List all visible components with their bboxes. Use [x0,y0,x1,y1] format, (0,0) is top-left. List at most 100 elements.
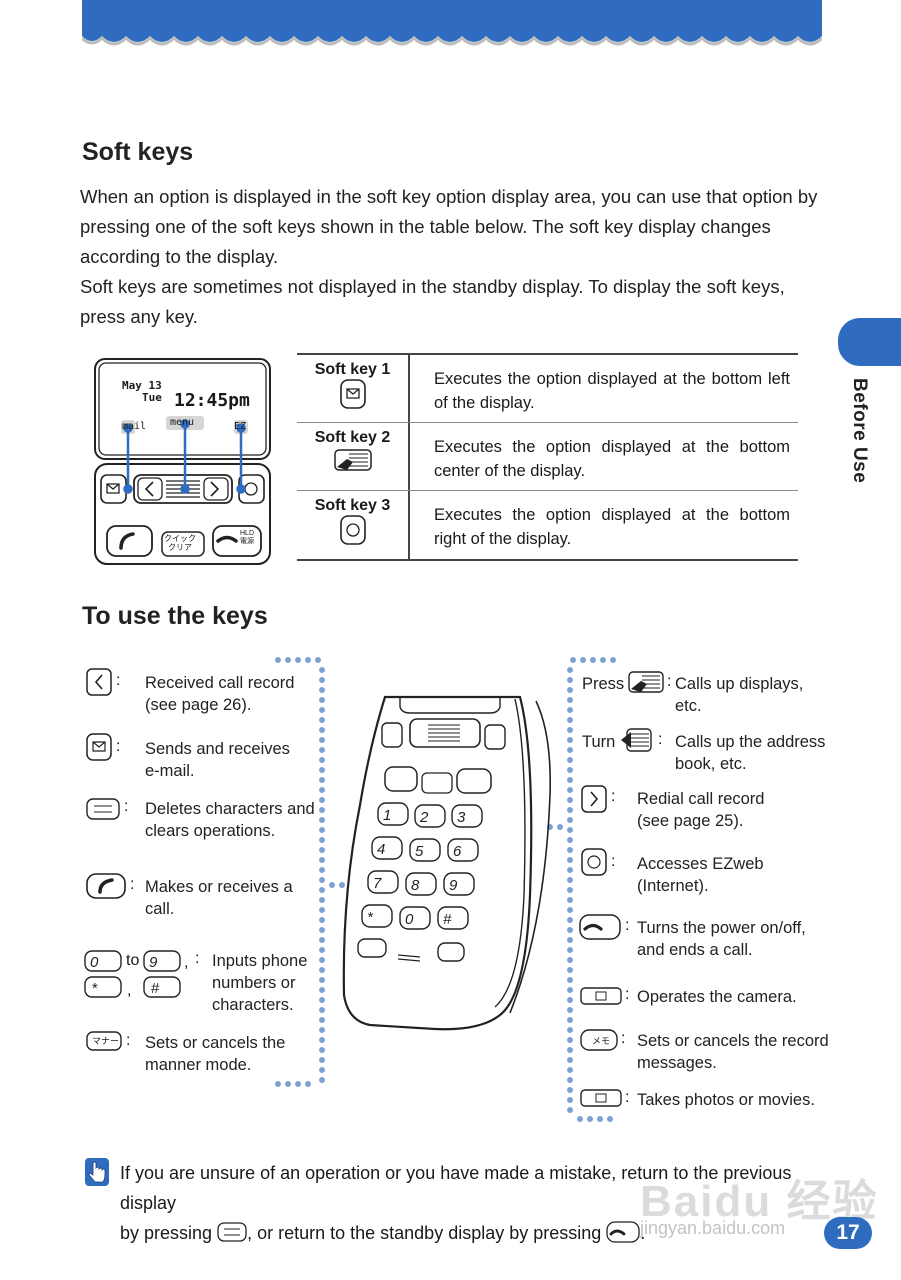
right-item-text: Operates the camera. [637,986,797,1008]
left-item-text: Received call record (see page 26). [145,672,294,716]
soft-keys-heading: Soft keys [82,138,194,166]
left-item-line: Sets or cancels the [145,1034,286,1052]
right-item-line: Calls up the address [675,733,826,751]
call-key-icon [86,873,126,899]
keys-heading: To use the keys [82,602,268,630]
soft-keys-intro: When an option is displayed in the soft … [80,182,820,332]
screen-day: Tue [142,391,162,404]
soft-key-label: Soft key 1 [314,361,391,378]
right-item-text: Turns the power on/off, and ends a call. [637,917,806,961]
left-item-line: (see page 26). [145,696,252,714]
svg-text:9: 9 [149,954,158,971]
camera-key-icon [580,987,622,1005]
separator: : [621,1030,626,1047]
right-item-line: book, etc. [675,755,747,773]
right-item-line: Calls up displays, [675,675,804,693]
svg-text:0: 0 [90,954,99,971]
svg-text:7: 7 [373,875,382,892]
center-key-icon [333,449,372,471]
right-bracket-dots [547,657,616,1122]
svg-text:0: 0 [405,911,414,928]
right-item-line: Turns the power on/off, [637,919,806,937]
comma: , [127,982,132,999]
left-item-line: Sends and receives [145,740,290,758]
svg-text:6: 6 [453,843,462,860]
manner-key-icon [86,1031,122,1051]
note-text: If you are unsure of an operation or you… [120,1158,820,1248]
soft-key-cell: Soft key 3 [297,491,410,559]
right-item-text: Accesses EZweb(Internet). [637,853,764,897]
intro-paragraph: When an option is displayed in the soft … [80,186,818,267]
power-key-icon [606,1221,640,1243]
left-item-text: Sends and receives e-mail. [145,738,290,782]
separator: : [124,798,129,815]
left-item-line: clears operations. [145,822,276,840]
right-item-line: Redial call record [637,790,765,808]
left-item-line: Received call record [145,674,295,692]
separator: : [611,788,616,805]
turn-label: Turn [582,733,616,751]
soft-key-cell: Soft key 2 [297,423,410,490]
svg-text:1: 1 [383,807,391,824]
memo-key-icon [580,1029,618,1051]
range-to: to [126,952,140,969]
table-row: Soft key 1 Executes the option displayed… [297,355,798,423]
table-row: Soft key 3 Executes the option displayed… [297,491,798,559]
right-item-line: Takes photos or movies. [637,1091,815,1109]
phone-display-illustration [94,358,271,565]
right-item-line: etc. [675,697,702,715]
clear-key-icon [86,798,120,820]
separator: : [126,1032,131,1049]
left-item-line: numbers or [212,974,296,992]
svg-text:5: 5 [415,843,424,860]
right-item-line: messages. [637,1054,717,1072]
right-item-line: and ends a call. [637,941,753,959]
soft-key-label: Soft key 3 [314,497,391,514]
svg-text:4: 4 [377,841,385,858]
left-item-line: Makes or receives a [145,878,293,896]
note-line: by pressing , or return to the standby d… [120,1221,646,1243]
left-item-line: characters. [212,996,294,1014]
separator: : [130,876,135,893]
right-arrow-key-icon [581,785,607,813]
watermark-url: jingyan.baidu.com [640,1218,786,1238]
left-arrow-key-icon [86,668,112,696]
left-item-line: e-mail. [145,762,195,780]
star-key-icon: * [84,976,122,998]
right-item-line: Operates the camera. [637,988,797,1006]
screen-soft-center: menu [170,417,195,428]
right-item-text: Calls up displays, etc. [675,673,803,717]
section-tab-label: Before Use [849,378,870,484]
ez-key-icon [339,515,366,545]
svg-text:3: 3 [457,809,466,826]
screen-date: May 13 Tue [122,380,162,404]
screen-month: May 13 [122,379,162,392]
svg-text:*: * [92,980,98,997]
nine-key-icon: 9 [143,950,181,972]
mail-key-icon [339,379,366,409]
separator: : [625,986,630,1003]
section-tab [838,318,901,366]
number-keys-icon: 0 [84,950,122,972]
svg-text:*: * [367,909,374,926]
soft-key-label: Soft key 2 [314,429,391,446]
svg-text:9: 9 [449,877,458,894]
soft-key-description: Executes the option displayed at the bot… [434,506,790,548]
separator: : [667,673,672,690]
right-item-text: Takes photos or movies. [637,1089,815,1111]
screen-soft-left: mail [122,421,147,432]
left-item-line: Inputs phone [212,952,308,970]
screen-time: 12:45pm [174,390,250,411]
svg-text:#: # [443,911,452,928]
mail-key-icon [86,733,112,761]
left-bracket-dots [275,657,345,1087]
separator: : [195,950,200,967]
right-item-line: Sets or cancels the record [637,1032,829,1050]
center-key-icon [628,671,664,693]
soft-key-table: Soft key 1 Executes the option displayed… [297,353,798,561]
pointing-hand-icon [85,1158,109,1186]
separator: : [658,731,663,748]
soft-key-cell: Soft key 1 [297,355,410,422]
